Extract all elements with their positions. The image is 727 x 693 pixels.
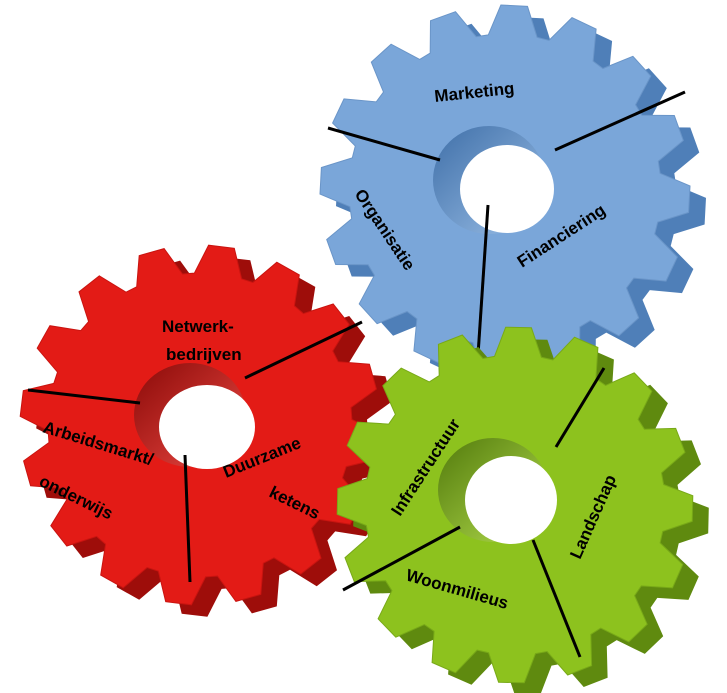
gear-green-divider-3 bbox=[531, 539, 582, 658]
gear-red: Netwerk- bedrijven Duurzame ketens Arbei… bbox=[19, 244, 396, 617]
gear-blue-divider-3 bbox=[476, 204, 490, 356]
gear-blue-divider-1 bbox=[327, 126, 441, 162]
gear-red-hole bbox=[159, 385, 255, 469]
gear-red-divider-1 bbox=[27, 388, 141, 405]
gear-green-divider-1 bbox=[554, 367, 606, 448]
gear-red-divider-3 bbox=[183, 454, 192, 583]
gear-blue-hole bbox=[460, 145, 554, 233]
gear-blue-divider-2 bbox=[554, 90, 686, 152]
segment-netwerk-bedrijven-line1: Netwerk- bbox=[162, 317, 234, 336]
gear-blue: Marketing Financiering Organisatie bbox=[319, 4, 706, 387]
gear-green-hole bbox=[465, 456, 557, 544]
gear-red-divider-2 bbox=[244, 320, 363, 380]
gear-green: Infrastructuur Landschap Woonmilieus bbox=[336, 326, 709, 693]
segment-netwerk-bedrijven-line2: bedrijven bbox=[166, 345, 242, 364]
gear-green-divider-2 bbox=[342, 525, 461, 592]
